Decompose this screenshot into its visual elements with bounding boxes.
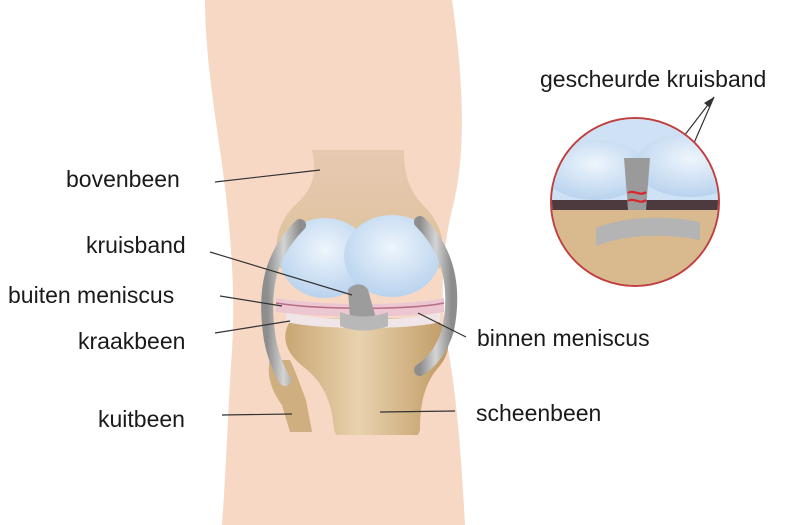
label-binnen-meniscus: binnen meniscus [477,327,650,350]
label-kruisband: kruisband [86,234,186,257]
label-bovenbeen: bovenbeen [66,168,180,191]
label-buiten-meniscus: buiten meniscus [8,284,174,307]
label-scheenbeen: scheenbeen [476,402,601,425]
arrowhead-1 [704,97,714,107]
label-gescheurde-kruisband: gescheurde kruisband [540,68,766,91]
label-kraakbeen: kraakbeen [78,330,185,353]
label-kuitbeen: kuitbeen [98,408,185,431]
inset-torn-ligament [543,118,745,290]
